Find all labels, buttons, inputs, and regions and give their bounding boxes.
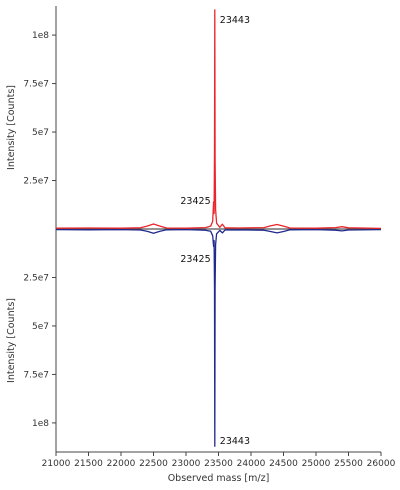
x-tick-label: 25000 <box>302 459 331 469</box>
x-tick-label: 21000 <box>42 459 71 469</box>
x-tick-label: 22500 <box>139 459 168 469</box>
peak-label-bottom-shoulder: 23425 <box>180 254 210 265</box>
x-tick-label: 21500 <box>74 459 103 469</box>
y-tick-label-bottom: 1e8 <box>32 419 49 429</box>
spectrum-series-top <box>55 9 382 230</box>
y-tick-label-top: 2.5e7 <box>23 177 49 187</box>
peak-label-top-main: 23443 <box>220 15 250 26</box>
x-tick-label: 23000 <box>172 459 201 469</box>
peak-label-bottom-main: 23443 <box>220 436 250 447</box>
y-tick-label-top: 7.5e7 <box>23 80 49 90</box>
x-tick-label: 26000 <box>367 459 396 469</box>
spectrum-series-bottom <box>55 228 382 447</box>
x-tick-label: 24000 <box>237 459 266 469</box>
y-tick-label-bottom: 2.5e7 <box>23 273 49 283</box>
chart-series <box>55 9 382 447</box>
chart-axes <box>55 6 381 453</box>
y-axis-label-top: Intensity [Counts] <box>6 85 17 170</box>
y-tick-label-bottom: 5e7 <box>32 322 49 332</box>
x-tick-label: 23500 <box>204 459 233 469</box>
x-axis-label: Observed mass [m/z] <box>168 473 270 484</box>
y-tick-label-top: 5e7 <box>32 128 49 138</box>
y-tick-label-bottom: 7.5e7 <box>23 370 49 380</box>
x-tick-label: 24500 <box>269 459 298 469</box>
peak-label-top-shoulder: 23425 <box>180 196 210 207</box>
x-tick-label: 22000 <box>107 459 136 469</box>
y-tick-label-top: 1e8 <box>32 31 49 41</box>
y-axis-label-bottom: Intensity [Counts] <box>6 298 17 383</box>
x-tick-label: 25500 <box>334 459 363 469</box>
peak-labels: 23443 23425 23425 23443 <box>180 15 250 447</box>
